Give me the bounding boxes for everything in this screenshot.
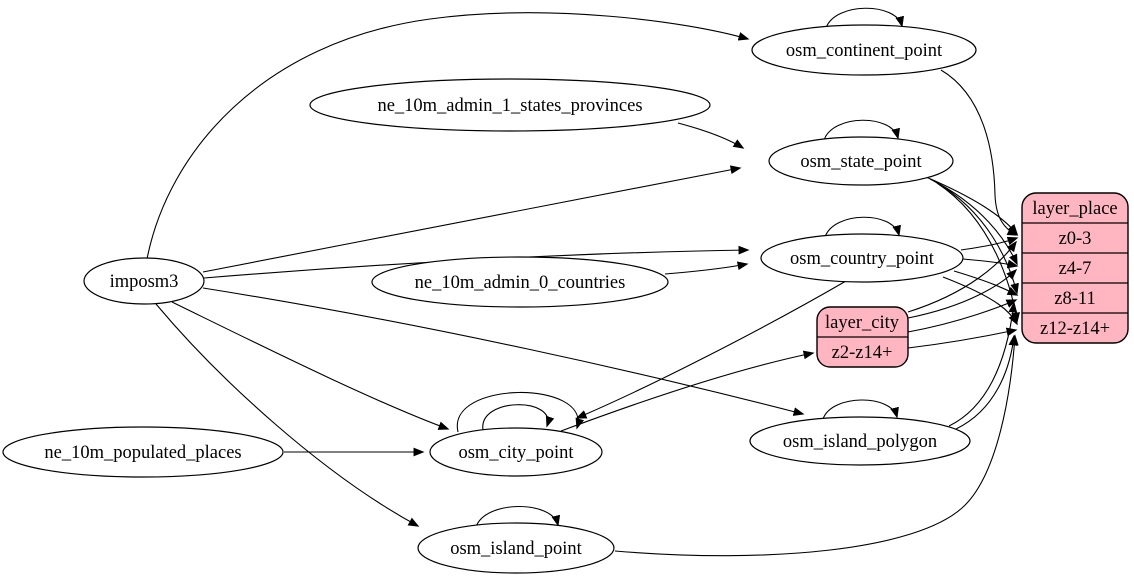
selfloop-osm_country_point — [824, 216, 901, 238]
osm_state_point-label: osm_state_point — [800, 152, 922, 172]
osm_island_polygon-label: osm_island_polygon — [783, 432, 937, 452]
osm_continent_point-label: osm_continent_point — [786, 41, 943, 61]
edge-imposm3-osm_state_point — [202, 165, 742, 273]
imposm3-shape — [83, 257, 205, 305]
edge-osm_state_point-layer_place-z0-3 — [925, 176, 1018, 236]
node-layer_place: layer_place z0-3 z4-7 z8-11 z12-z14+ — [1021, 192, 1129, 344]
edge-imposm3-osm_continent_point — [146, 12, 750, 260]
layer_place-row-z12-z14: z12-z14+ — [1040, 319, 1110, 339]
edge-osm_island_polygon-layer_place-z8-11 — [948, 301, 1018, 427]
node-ne_10m_populated_places: ne_10m_populated_places — [2, 426, 284, 478]
osm_city_point-label: osm_city_point — [458, 443, 574, 463]
osm_island_point-label: osm_island_point — [450, 539, 582, 559]
node-osm_city_point: osm_city_point — [429, 427, 603, 477]
layer_place-title: layer_place — [1032, 199, 1117, 219]
edge-ne_10m_admin_1_states_provinces-osm_state_point — [677, 122, 745, 149]
selfloop-osm_island_polygon — [822, 399, 899, 420]
node-osm_island_polygon: osm_island_polygon — [749, 416, 971, 466]
selfloop-osm_continent_point — [825, 7, 904, 29]
selfloop-osm_island_point — [475, 505, 561, 528]
node-ne_10m_admin_1_states_provinces: ne_10m_admin_1_states_provinces — [309, 78, 711, 132]
osm_island_point-shape — [417, 522, 615, 574]
layer_place-row-z8-11: z8-11 — [1054, 289, 1095, 309]
osm_state_point-shape — [768, 136, 954, 186]
edge-layer_city-layer_place-z0-3 — [907, 240, 1017, 313]
node-osm_country_point: osm_country_point — [760, 233, 964, 283]
ne_10m_admin_1_states_provinces-shape — [309, 78, 711, 132]
layer_place-row-z0-3: z0-3 — [1059, 229, 1092, 249]
edge-imposm3-osm_island_polygon — [202, 287, 805, 416]
edge-osm_island_polygon-layer_place-z12-z14 — [955, 334, 1018, 430]
edge-osm_state_point-layer_place-z4-7 — [929, 178, 1018, 266]
ne_10m_admin_1_states_provinces-label: ne_10m_admin_1_states_provinces — [377, 96, 642, 116]
edge-ne_10m_admin_0_countries-osm_country_point — [664, 261, 749, 275]
node-layer_city: layer_city z2-z14+ — [816, 306, 909, 368]
layer_city-row-z2-z14: z2-z14+ — [832, 343, 893, 363]
edge-imposm3-osm_island_point — [155, 303, 420, 527]
ne_10m_admin_0_countries-label: ne_10m_admin_0_countries — [415, 273, 626, 293]
edge-layer_city-layer_place-z12-z14 — [907, 327, 1018, 349]
layer_place-row-z4-7: z4-7 — [1059, 259, 1092, 279]
edge-imposm3-osm_city_point — [171, 301, 450, 430]
selfloop-osm_city_point-inner — [482, 404, 555, 431]
edge-layer_city-layer_place-z4-7 — [907, 268, 1018, 319]
osm_island_polygon-shape — [749, 416, 971, 466]
edge-osm_country_point-layer_place-z12-z14 — [942, 276, 1018, 326]
ne_10m_populated_places-label: ne_10m_populated_places — [44, 443, 241, 463]
node-ne_10m_admin_0_countries: ne_10m_admin_0_countries — [371, 256, 669, 308]
imposm3-label: imposm3 — [110, 272, 179, 292]
node-osm_continent_point: osm_continent_point — [751, 24, 977, 76]
node-osm_state_point: osm_state_point — [768, 136, 954, 186]
edge-osm_state_point-layer_place-z8-11 — [933, 180, 1019, 295]
osm_city_point-shape — [429, 427, 603, 477]
node-osm_island_point: osm_island_point — [417, 522, 615, 574]
edge-osm_continent_point-layer_place-z0-3 — [940, 69, 1019, 236]
ne_10m_populated_places-shape — [2, 426, 284, 478]
edge-osm_country_point-layer_place-z0-3 — [960, 236, 1019, 251]
layer_place-shape — [1021, 192, 1129, 344]
osm_country_point-shape — [760, 233, 964, 283]
edge-osm_city_point-layer_city-z2-z14 — [560, 350, 815, 432]
edge-osm_country_point-layer_place-z4-7 — [962, 258, 1019, 269]
selfloop-osm_state_point — [823, 119, 900, 141]
selfloop-osm_city_point-outer — [456, 391, 584, 433]
edge-osm_country_point-osm_city_point — [575, 280, 847, 419]
node-imposm3: imposm3 — [83, 257, 205, 305]
edges — [146, 7, 1020, 557]
osm_country_point-label: osm_country_point — [790, 249, 935, 269]
ne_10m_admin_0_countries-shape — [371, 256, 669, 308]
layer_city-title: layer_city — [825, 313, 900, 333]
osm_continent_point-shape — [751, 24, 977, 76]
edge-osm_island_point-layer_place-z12-z14 — [614, 334, 1019, 557]
